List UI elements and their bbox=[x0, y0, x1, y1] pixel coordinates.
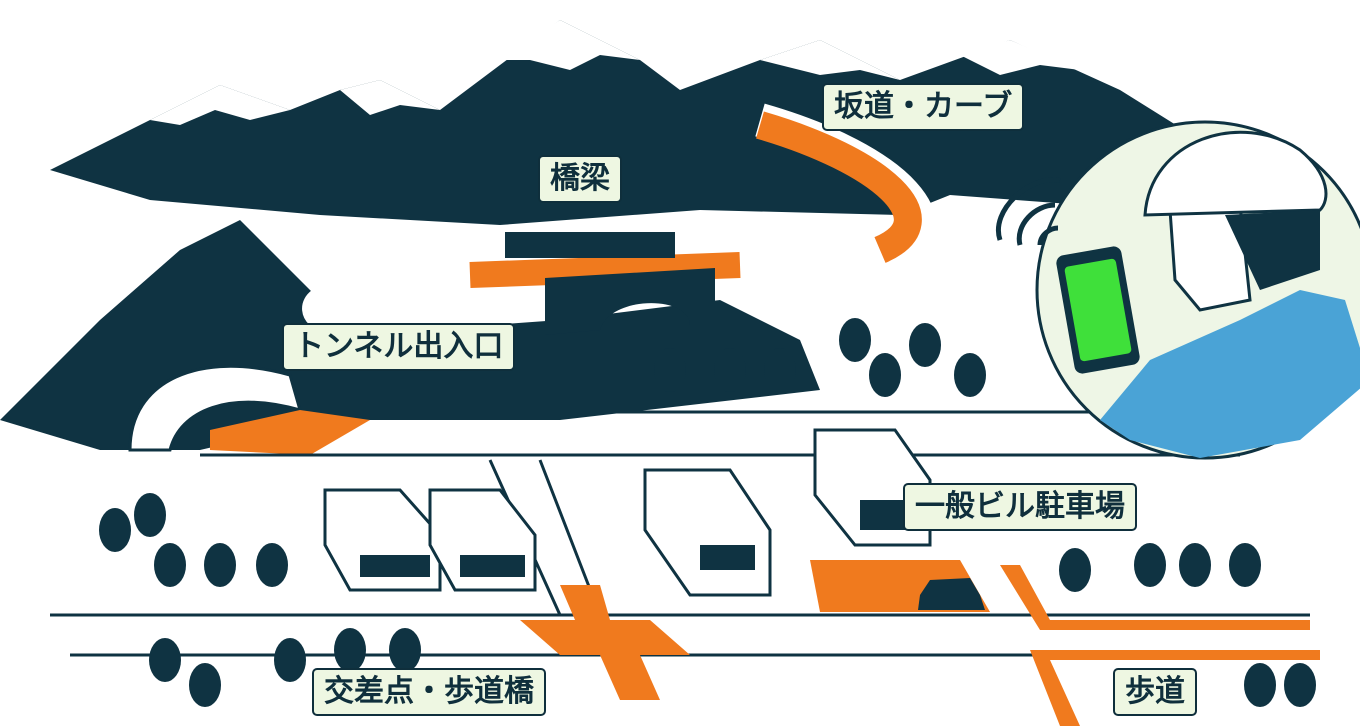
bridge-highlight bbox=[469, 252, 741, 288]
intersection-highlight bbox=[520, 585, 690, 700]
phone-screen bbox=[1064, 258, 1132, 362]
label-sidewalk: 歩道 bbox=[1113, 668, 1197, 716]
label-bridge: 橋梁 bbox=[538, 155, 622, 203]
label-intersection-footbridge: 交差点・歩道橋 bbox=[312, 668, 546, 716]
label-slope-curve: 坂道・カーブ bbox=[822, 83, 1025, 131]
snow-caps bbox=[150, 20, 1080, 125]
worker-hair bbox=[1225, 210, 1320, 290]
building-windows bbox=[360, 500, 910, 577]
worker-shirt bbox=[1100, 290, 1360, 458]
helmet-icon bbox=[1143, 130, 1328, 217]
tunnel-highlight bbox=[210, 410, 370, 455]
label-tunnel-entrance: トンネル出入口 bbox=[282, 323, 516, 371]
bridge-deck-back bbox=[505, 232, 675, 258]
bridge-front bbox=[545, 268, 715, 335]
car bbox=[918, 578, 985, 610]
trees bbox=[99, 318, 1316, 707]
back-mountain-range bbox=[50, 20, 1230, 225]
label-parking: 一般ビル駐車場 bbox=[903, 483, 1137, 531]
wifi-signal-icon bbox=[995, 177, 1061, 246]
curve-highlight bbox=[756, 111, 922, 263]
tunnel-portal bbox=[128, 364, 303, 452]
